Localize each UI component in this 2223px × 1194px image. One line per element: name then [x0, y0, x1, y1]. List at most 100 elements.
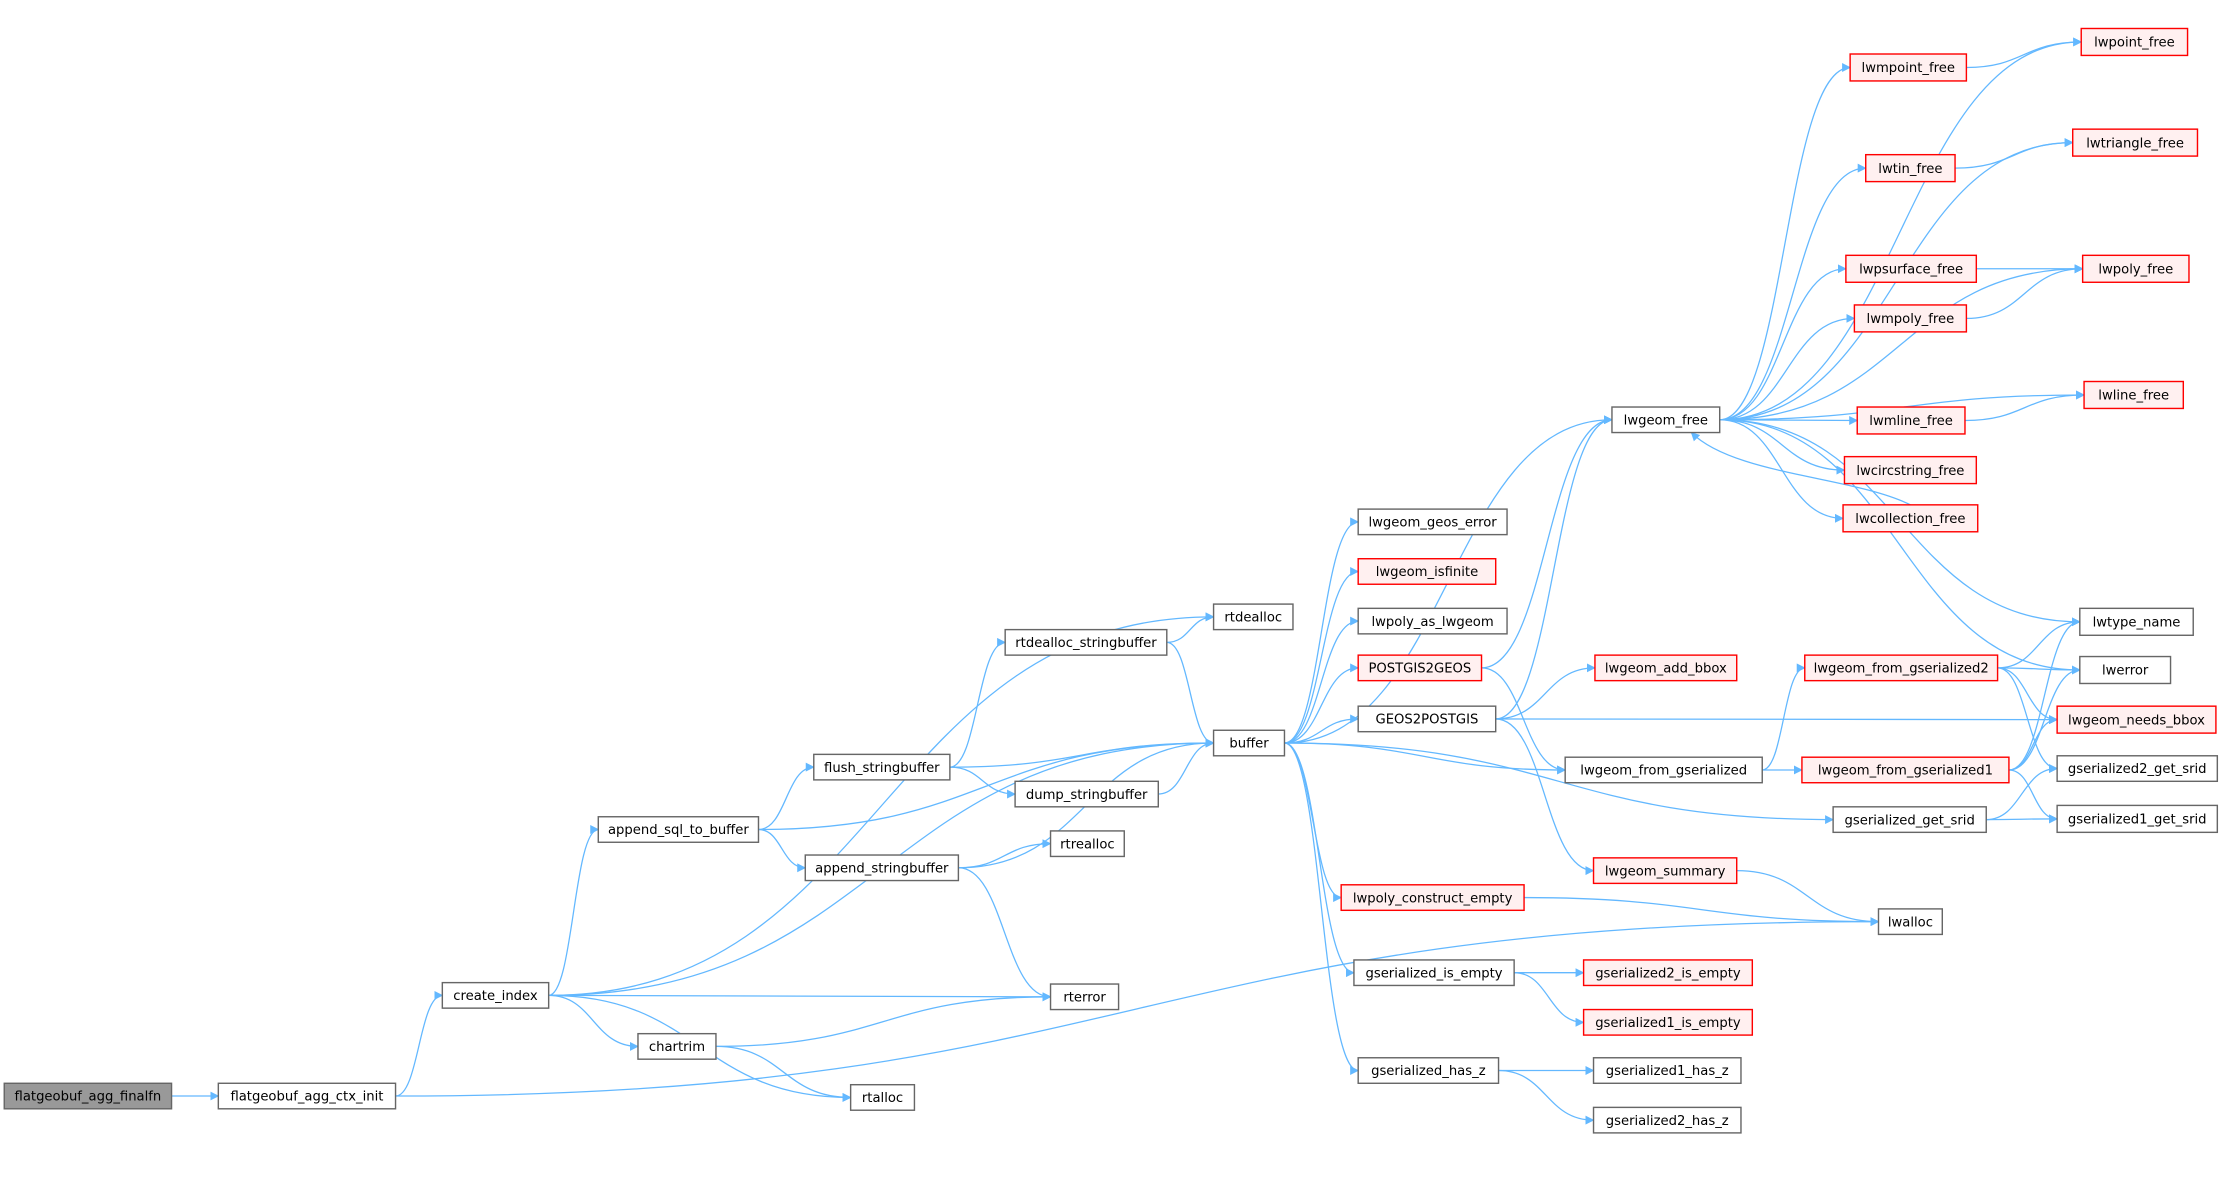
node-box[interactable] [1849, 53, 1968, 82]
node-box[interactable] [1353, 959, 1515, 987]
node-POSTGIS2GEOS[interactable]: POSTGIS2GEOS [1357, 654, 1483, 682]
node-lwmpoint_free[interactable]: lwmpoint_free [1849, 53, 1968, 82]
node-box[interactable] [2079, 655, 2172, 685]
node-box[interactable] [849, 1083, 916, 1111]
node-lwcircstring_free[interactable]: lwcircstring_free [1843, 455, 1978, 485]
node-lwgeom_add_bbox[interactable]: lwgeom_add_bbox [1594, 654, 1738, 682]
node-rtdealloc_stringbuffer[interactable]: rtdealloc_stringbuffer [1004, 628, 1168, 656]
node-box[interactable] [1004, 628, 1168, 656]
node-box[interactable] [1865, 153, 1956, 183]
node-lwpoly_construct_empty[interactable]: lwpoly_construct_empty [1340, 884, 1525, 912]
node-append_stringbuffer[interactable]: append_stringbuffer [804, 854, 960, 882]
node-box[interactable] [1592, 1106, 1742, 1134]
node-box[interactable] [1801, 756, 2010, 784]
node-dump_stringbuffer[interactable]: dump_stringbuffer [1014, 780, 1159, 808]
node-gserialized1_is_empty[interactable]: gserialized1_is_empty [1582, 1008, 1754, 1036]
node-append_sql_to_buffer[interactable]: append_sql_to_buffer [597, 816, 760, 843]
node-box[interactable] [1049, 983, 1120, 1011]
node-box[interactable] [1582, 1008, 1754, 1036]
node-box[interactable] [1832, 806, 1987, 834]
node-box[interactable] [1212, 729, 1286, 757]
node-lwtype_name[interactable]: lwtype_name [2079, 607, 2194, 636]
node-chartrim[interactable]: chartrim [637, 1032, 717, 1060]
node-box[interactable] [1357, 607, 1508, 635]
node-box[interactable] [2079, 607, 2194, 636]
node-box[interactable] [813, 753, 951, 781]
node-buffer[interactable]: buffer [1212, 729, 1286, 757]
node-GEOS2POSTGIS[interactable]: GEOS2POSTGIS [1357, 705, 1497, 733]
node-create_index[interactable]: create_index [441, 981, 550, 1009]
node-box[interactable] [1856, 406, 1966, 435]
node-lwline_free[interactable]: lwline_free [2083, 380, 2185, 410]
node-box[interactable] [1357, 558, 1497, 585]
node-lwtin_free[interactable]: lwtin_free [1865, 153, 1956, 183]
node-box[interactable] [1804, 654, 1999, 682]
node-gserialized_get_srid[interactable]: gserialized_get_srid [1832, 806, 1987, 834]
node-lwgeom_summary[interactable]: lwgeom_summary [1592, 857, 1738, 885]
node-box[interactable] [1853, 304, 1968, 333]
node-box[interactable] [1611, 406, 1721, 434]
node-lwgeom_geos_error[interactable]: lwgeom_geos_error [1357, 508, 1508, 536]
node-flatgeobuf_agg_finalfn[interactable]: flatgeobuf_agg_finalfn [3, 1082, 173, 1110]
node-gserialized2_is_empty[interactable]: gserialized2_is_empty [1582, 959, 1754, 987]
node-lwpoly_as_lwgeom[interactable]: lwpoly_as_lwgeom [1357, 607, 1508, 635]
node-gserialized1_get_srid[interactable]: gserialized1_get_srid [2056, 804, 2219, 834]
node-box[interactable] [2056, 755, 2219, 783]
node-box[interactable] [804, 854, 960, 882]
node-box[interactable] [1014, 780, 1159, 808]
node-lwmpoly_free[interactable]: lwmpoly_free [1853, 304, 1968, 333]
node-box[interactable] [2081, 254, 2190, 283]
node-lwgeom_isfinite[interactable]: lwgeom_isfinite [1357, 558, 1497, 585]
node-box[interactable] [1594, 654, 1738, 682]
node-box[interactable] [1845, 254, 1978, 283]
node-lwpoly_free[interactable]: lwpoly_free [2081, 254, 2190, 283]
node-box[interactable] [1357, 705, 1497, 733]
node-gserialized2_get_srid[interactable]: gserialized2_get_srid [2056, 755, 2219, 783]
node-box[interactable] [1564, 756, 1763, 784]
node-lwcollection_free[interactable]: lwcollection_free [1842, 504, 1979, 533]
node-lwtriangle_free[interactable]: lwtriangle_free [2072, 128, 2199, 157]
node-box[interactable] [597, 816, 760, 843]
node-lwpsurface_free[interactable]: lwpsurface_free [1845, 254, 1978, 283]
node-lwgeom_needs_bbox[interactable]: lwgeom_needs_bbox [2056, 705, 2217, 734]
node-box[interactable] [1049, 830, 1125, 858]
node-box[interactable] [2056, 804, 2219, 834]
node-rtalloc[interactable]: rtalloc [849, 1083, 916, 1111]
node-lwgeom_from_gserialized1[interactable]: lwgeom_from_gserialized1 [1801, 756, 2010, 784]
node-gserialized1_has_z[interactable]: gserialized1_has_z [1592, 1057, 1742, 1084]
node-box[interactable] [2056, 705, 2217, 734]
node-box[interactable] [217, 1082, 397, 1110]
node-box[interactable] [1592, 857, 1738, 885]
node-box[interactable] [1843, 455, 1978, 485]
node-box[interactable] [1357, 1057, 1500, 1084]
node-lwgeom_from_gserialized2[interactable]: lwgeom_from_gserialized2 [1804, 654, 1999, 682]
node-box[interactable] [637, 1032, 717, 1060]
node-lwgeom_from_gserialized[interactable]: lwgeom_from_gserialized [1564, 756, 1763, 784]
node-box[interactable] [3, 1082, 173, 1110]
node-rtdealloc[interactable]: rtdealloc [1212, 603, 1294, 631]
node-flush_stringbuffer[interactable]: flush_stringbuffer [813, 753, 951, 781]
node-gserialized_has_z[interactable]: gserialized_has_z [1357, 1057, 1500, 1084]
node-box[interactable] [1842, 504, 1979, 533]
node-gserialized2_has_z[interactable]: gserialized2_has_z [1592, 1106, 1742, 1134]
node-box[interactable] [2083, 380, 2185, 410]
node-lwalloc[interactable]: lwalloc [1877, 908, 1943, 936]
node-lwpoint_free[interactable]: lwpoint_free [2080, 27, 2189, 57]
node-box[interactable] [1340, 884, 1525, 912]
node-box[interactable] [2072, 128, 2199, 157]
node-box[interactable] [1357, 654, 1483, 682]
node-box[interactable] [1357, 508, 1508, 536]
node-box[interactable] [1582, 959, 1754, 987]
node-box[interactable] [1592, 1057, 1742, 1084]
node-rterror[interactable]: rterror [1049, 983, 1120, 1011]
node-gserialized_is_empty[interactable]: gserialized_is_empty [1353, 959, 1515, 987]
node-box[interactable] [1877, 908, 1943, 936]
node-box[interactable] [441, 981, 550, 1009]
node-lwmline_free[interactable]: lwmline_free [1856, 406, 1966, 435]
node-box[interactable] [1212, 603, 1294, 631]
node-lwerror[interactable]: lwerror [2079, 655, 2172, 685]
node-box[interactable] [2080, 27, 2189, 57]
node-rtrealloc[interactable]: rtrealloc [1049, 830, 1125, 858]
node-lwgeom_free[interactable]: lwgeom_free [1611, 406, 1721, 434]
node-flatgeobuf_agg_ctx_init[interactable]: flatgeobuf_agg_ctx_init [217, 1082, 397, 1110]
